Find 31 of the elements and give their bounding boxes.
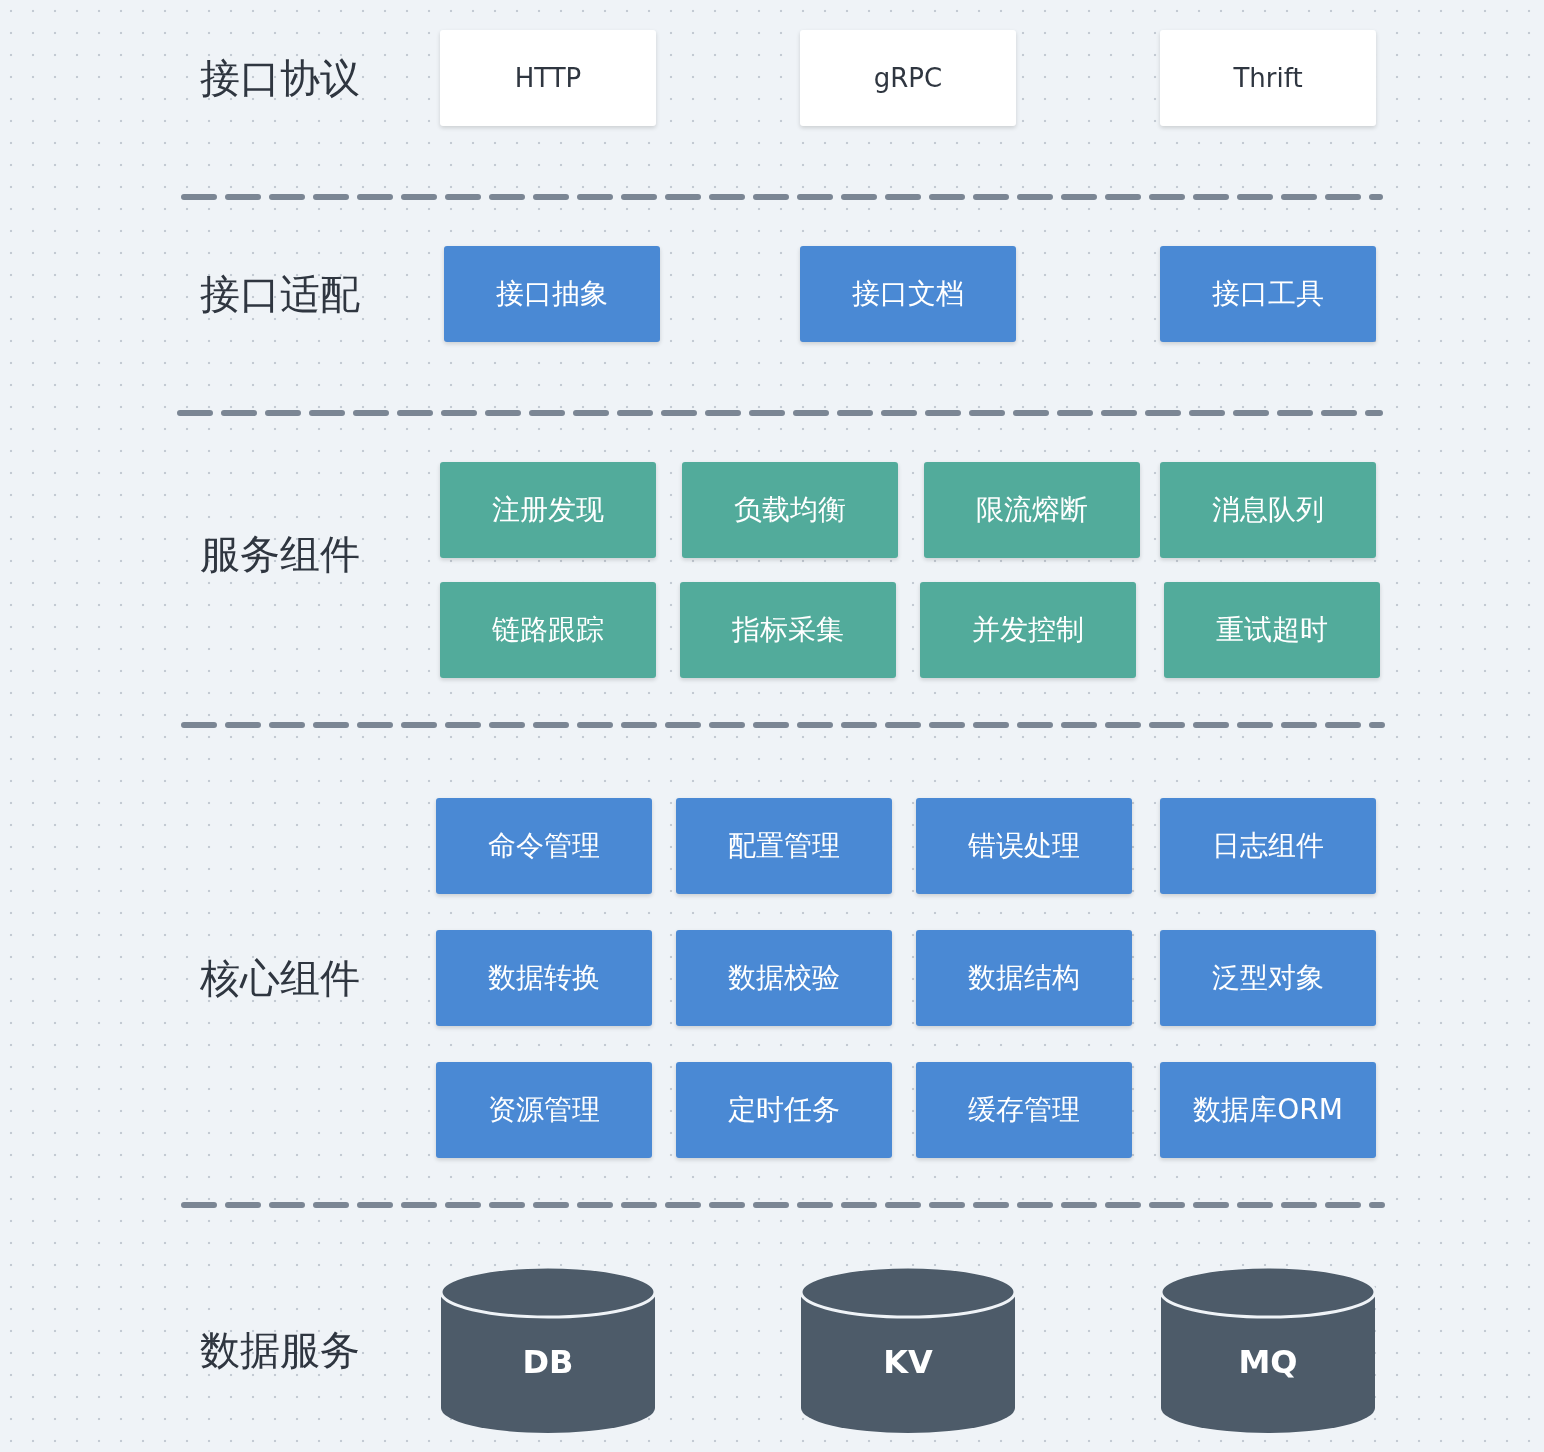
component-box: 日志组件 xyxy=(1160,798,1376,894)
component-box: 链路跟踪 xyxy=(440,582,656,678)
component-box: 数据结构 xyxy=(916,930,1132,1026)
component-box: 配置管理 xyxy=(676,798,892,894)
layer-title: 数据服务 xyxy=(200,1330,360,1370)
component-box: 命令管理 xyxy=(436,798,652,894)
component-box: 资源管理 xyxy=(436,1062,652,1158)
component-box: 定时任务 xyxy=(676,1062,892,1158)
component-box: 泛型对象 xyxy=(1160,930,1376,1026)
adapter-box: 接口文档 xyxy=(800,246,1016,342)
component-box: 负载均衡 xyxy=(682,462,898,558)
component-box: 数据转换 xyxy=(436,930,652,1026)
component-box: 重试超时 xyxy=(1164,582,1380,678)
layer-title: 接口协议 xyxy=(200,58,360,98)
layer-title: 服务组件 xyxy=(200,534,360,574)
component-box: 限流熔断 xyxy=(924,462,1140,558)
component-box: 错误处理 xyxy=(916,798,1132,894)
component-box: 消息队列 xyxy=(1160,462,1376,558)
component-box: 指标采集 xyxy=(680,582,896,678)
component-box: 数据库ORM xyxy=(1160,1062,1376,1158)
component-box: 缓存管理 xyxy=(916,1062,1132,1158)
adapter-box: 接口抽象 xyxy=(444,246,660,342)
layer-title: 接口适配 xyxy=(200,274,360,314)
protocol-box: Thrift xyxy=(1160,30,1376,126)
protocol-box: gRPC xyxy=(800,30,1016,126)
adapter-box: 接口工具 xyxy=(1160,246,1376,342)
layer-title: 核心组件 xyxy=(200,958,360,998)
component-box: 数据校验 xyxy=(676,930,892,1026)
protocol-box: HTTP xyxy=(440,30,656,126)
component-box: 并发控制 xyxy=(920,582,1136,678)
component-box: 注册发现 xyxy=(440,462,656,558)
